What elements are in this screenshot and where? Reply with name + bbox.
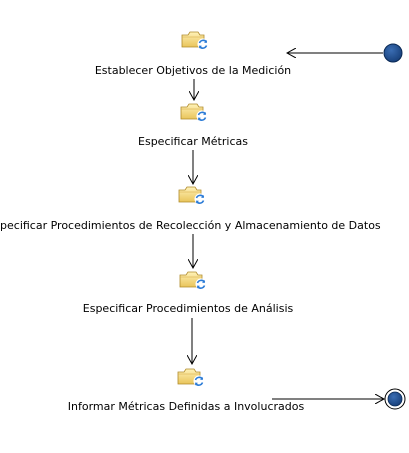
activity-icon <box>178 186 207 206</box>
activity-label-establecer-objetivos: Establecer Objetivos de la Medición <box>94 64 292 77</box>
initial-node <box>383 43 403 63</box>
activity-label-procedimientos-analisis: Especificar Procedimientos de Análisis <box>82 302 294 315</box>
final-node-inner <box>387 391 403 407</box>
activity-icon <box>180 103 209 123</box>
activity-label-procedimientos-recoleccion: Especificar Procedimientos de Recolecció… <box>0 219 381 232</box>
activity-icon <box>179 271 208 291</box>
activity-icon <box>177 368 206 388</box>
activity-icon <box>181 31 210 51</box>
activity-label-especificar-metricas: Especificar Métricas <box>138 135 248 148</box>
activity-label-informar-metricas: Informar Métricas Definidas a Involucrad… <box>67 400 305 413</box>
